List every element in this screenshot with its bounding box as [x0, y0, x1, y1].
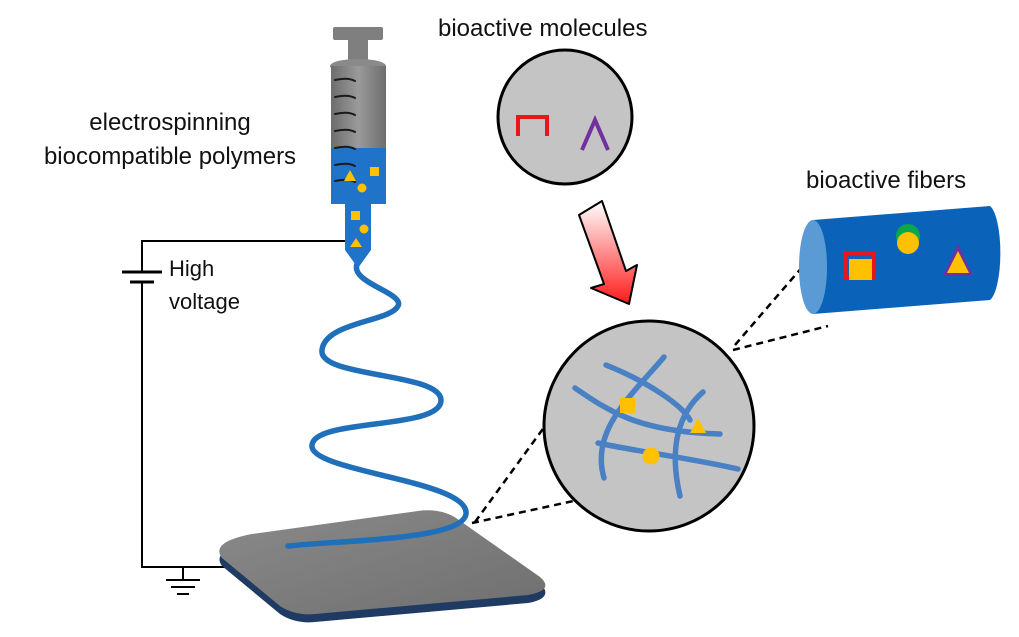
mesh-circle-marker	[642, 447, 660, 465]
needle-square-marker	[351, 211, 360, 220]
zoom-lines	[471, 257, 829, 525]
collector-plate	[219, 510, 546, 623]
mesh-fiber	[672, 389, 706, 499]
syringe-circle-marker	[357, 183, 367, 193]
mesh-triangle-marker	[690, 418, 706, 433]
electrospinning-label-line1: electrospinning	[89, 109, 251, 136]
process-arrow	[578, 200, 638, 305]
cylinder-yellow-circle	[897, 232, 919, 254]
needle-triangle-marker	[350, 238, 362, 247]
electrospinning-label-line2: biocompatible polymers	[43, 143, 297, 170]
high-voltage-label-line1: High	[169, 256, 215, 281]
circuit	[122, 240, 355, 595]
syringe-plunger-rod	[348, 38, 368, 64]
circuit-wire	[141, 240, 355, 272]
red-bracket-molecule	[516, 115, 549, 136]
syringe-plunger-cap	[333, 27, 383, 40]
mesh-fiber	[598, 354, 667, 481]
high-voltage-label-line2: voltage	[169, 289, 240, 314]
fiber-mesh-circle	[542, 319, 756, 533]
syringe-square-marker	[370, 167, 379, 176]
cylinder-yellow-square	[849, 259, 872, 280]
bioactive-molecules-label: bioactive molecules	[438, 15, 648, 42]
syringe	[330, 27, 386, 268]
bioactive-fibers-label: bioactive fibers	[806, 167, 967, 194]
electrospun-jet	[285, 261, 469, 549]
fiber-cylinder-cap	[799, 220, 827, 314]
syringe-triangle-marker	[344, 170, 356, 181]
mesh-fiber	[595, 440, 741, 472]
needle-circle-marker	[359, 224, 369, 234]
circuit-wire-ground	[141, 282, 230, 568]
syringe-graduations	[334, 77, 356, 183]
fiber-cylinder	[799, 206, 1001, 314]
cylinder-yellow-triangle	[947, 251, 969, 273]
molecules-circle	[496, 48, 634, 186]
purple-chevron-molecule	[580, 114, 610, 151]
mesh-square-marker	[620, 398, 635, 413]
